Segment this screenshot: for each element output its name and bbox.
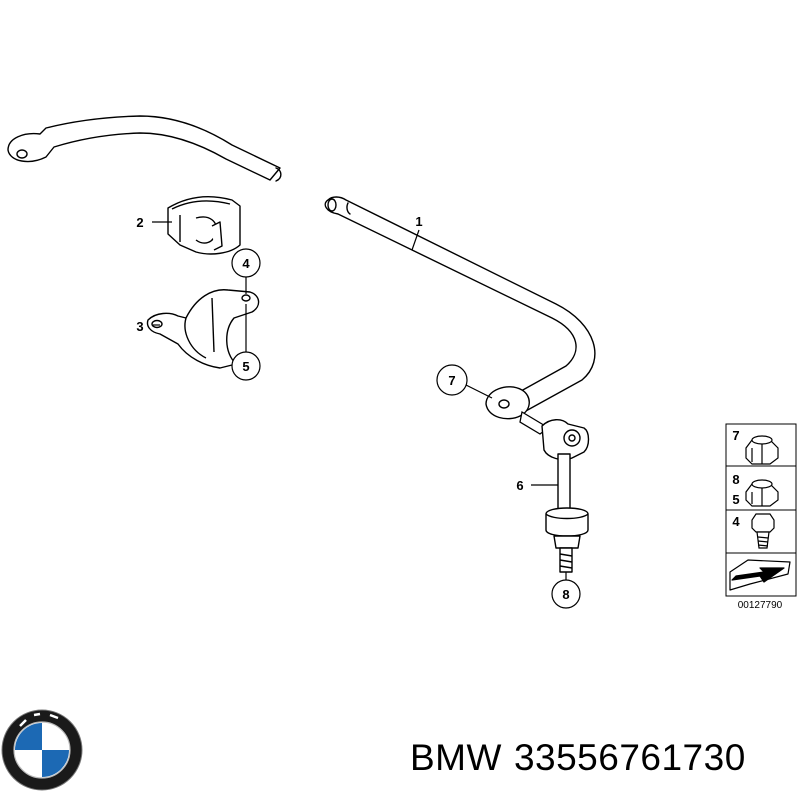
svg-text:1: 1	[415, 214, 422, 229]
callout-1: 1	[415, 214, 422, 229]
callout-2: 2	[136, 215, 143, 230]
legend-panel: 7 8 5 4	[725, 423, 797, 611]
callout-8: 8	[551, 579, 581, 609]
callout-6: 6	[516, 478, 523, 493]
bolt-icon	[751, 513, 775, 549]
svg-text:4: 4	[242, 256, 250, 271]
legend-item-4: 4	[732, 513, 775, 549]
part-number: 33556761730	[513, 737, 746, 778]
svg-text:7: 7	[732, 428, 739, 443]
svg-text:7: 7	[448, 373, 455, 388]
rubber-mount	[167, 196, 241, 255]
nut-icon	[745, 435, 779, 465]
stabilizer-bar-end	[7, 115, 282, 182]
svg-text:4: 4	[732, 514, 740, 529]
stabilizer-link	[541, 419, 590, 573]
svg-text:5: 5	[732, 492, 739, 507]
svg-text:3: 3	[136, 319, 143, 334]
svg-text:5: 5	[242, 359, 249, 374]
svg-text:2: 2	[136, 215, 143, 230]
nut-icon	[745, 479, 779, 507]
callout-7: 7	[436, 364, 468, 396]
callout-3: 3	[136, 319, 143, 334]
diagram-code: 00127790	[738, 600, 783, 611]
callout-5: 5	[231, 351, 261, 381]
leader-lines	[152, 221, 567, 580]
stabilizer-bar-eye	[485, 386, 530, 420]
direction-arrow-icon	[729, 559, 791, 591]
stabilizer-bar	[324, 196, 596, 413]
brand-name: BMW	[410, 737, 502, 778]
svg-text:8: 8	[562, 587, 569, 602]
legend-item-8-5: 8 5	[732, 472, 779, 507]
bmw-logo-icon	[1, 709, 83, 791]
svg-text:6: 6	[516, 478, 523, 493]
holder-bracket	[146, 289, 260, 369]
svg-text:8: 8	[732, 472, 739, 487]
legend-item-7: 7	[732, 428, 779, 465]
part-caption: BMW 33556761730	[410, 737, 790, 787]
callout-4: 4	[231, 248, 261, 278]
